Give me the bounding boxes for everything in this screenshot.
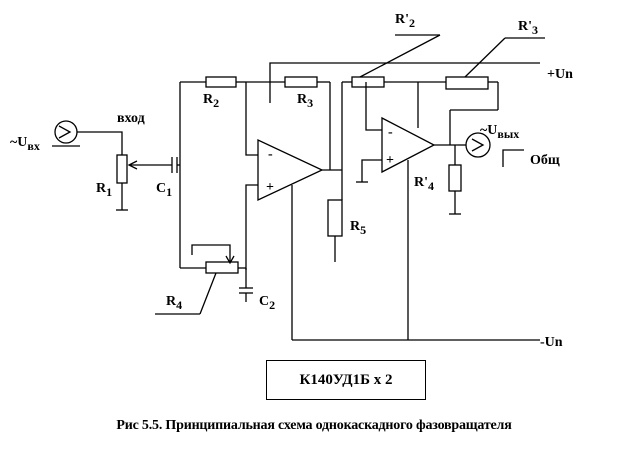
opamp-1: - + <box>257 138 324 202</box>
uout-label: ~Uвых <box>480 123 519 141</box>
c2-capacitor <box>239 268 253 302</box>
r1-potentiometer <box>116 154 152 211</box>
r4p-resistor <box>448 164 462 192</box>
r2p-label: R'2 <box>395 12 415 30</box>
r3p-resistor <box>445 76 489 90</box>
common-terminal <box>502 149 524 167</box>
r3p-label: R'3 <box>518 19 538 37</box>
c1-label: C1 <box>156 181 172 199</box>
opamp-2: - + <box>381 116 436 174</box>
chip-label-box: К140УД1Б х 2 <box>266 360 426 400</box>
r2p-resistor <box>351 76 385 88</box>
figure-caption: Рис 5.5. Принципиальная схема однокаскад… <box>116 418 512 433</box>
c1-capacitor <box>152 157 180 173</box>
c2-label: C2 <box>259 294 275 312</box>
r4p-label: R'4 <box>414 175 434 193</box>
r4-label: R4 <box>166 294 182 312</box>
supply-pos-label: +Un <box>547 67 573 82</box>
svg-text:+: + <box>386 153 394 168</box>
r3-label: R3 <box>297 92 313 110</box>
svg-text:+: + <box>266 180 274 195</box>
r2-label: R2 <box>203 92 219 110</box>
supply-neg-label: -Un <box>540 335 563 350</box>
common-label: Общ <box>530 153 560 168</box>
r5-label: R5 <box>350 219 366 237</box>
r3-resistor <box>284 76 318 88</box>
r2-resistor <box>205 76 237 88</box>
svg-text:-: - <box>388 125 393 140</box>
svg-text:-: - <box>268 147 273 162</box>
input-source <box>52 120 123 155</box>
r4-potentiometer <box>155 244 246 315</box>
output-meter <box>458 132 491 158</box>
r1-label: R1 <box>96 181 112 199</box>
input-label: вход <box>117 111 145 126</box>
r5-resistor <box>327 199 343 237</box>
uin-label: ~Uвх <box>10 135 40 153</box>
